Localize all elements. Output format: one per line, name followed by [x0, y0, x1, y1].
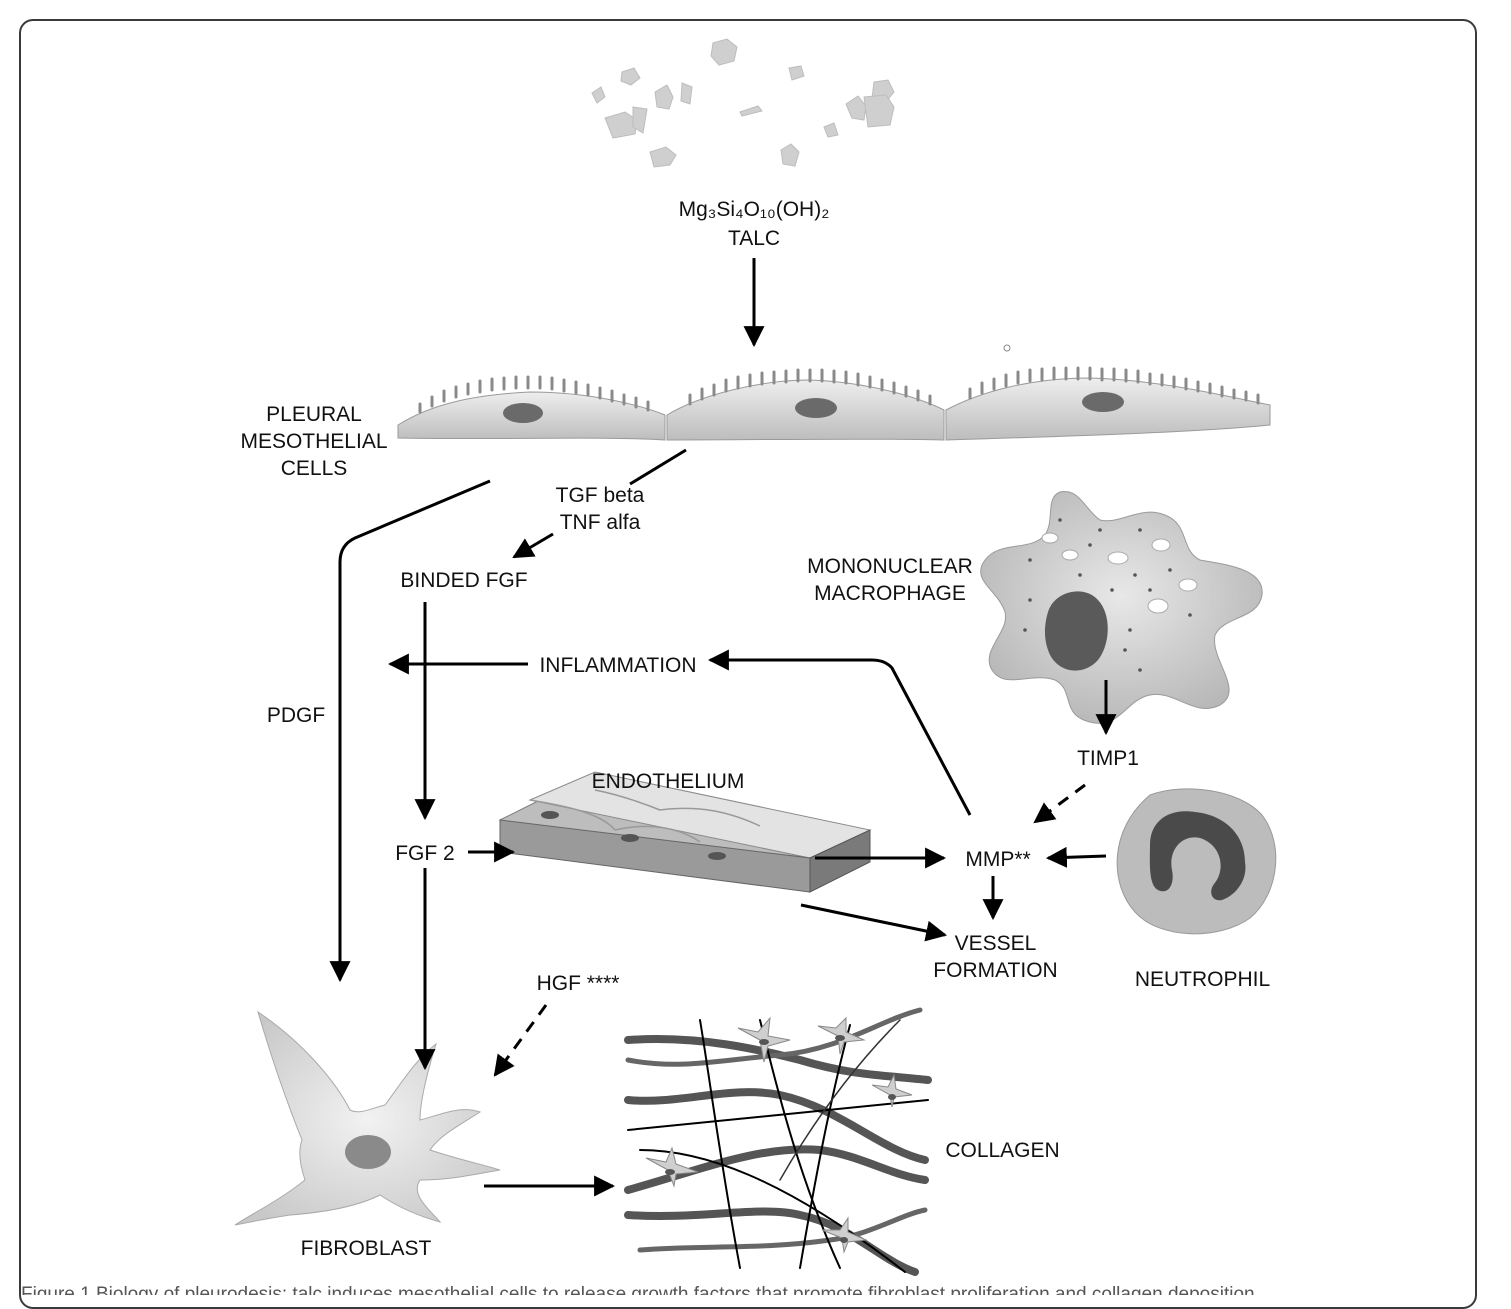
collagen-mesh: [624, 1007, 932, 1276]
endothelium-slab: [498, 771, 872, 893]
figure-caption: Figure 1 Biology of pleurodesis: talc in…: [21, 1284, 1255, 1295]
arrow-tgf-to-binded-fgf: [512, 532, 554, 559]
endothelium-label: ENDOTHELIUM: [591, 770, 745, 793]
collagen-label: COLLAGEN: [945, 1139, 1060, 1162]
arrows: [329, 258, 1117, 1197]
microvilli: [418, 366, 1260, 414]
line-cells-to-tgf: [629, 448, 687, 486]
macrophage-cell: [980, 491, 1263, 724]
timp1-label: TIMP1: [1077, 747, 1139, 770]
arrow-endothelium-to-vessel: [800, 903, 948, 942]
pleural-mesothelial-cells-label: PLEURAL MESOTHELIAL CELLS: [240, 403, 388, 480]
fibroblast-label: FIBROBLAST: [300, 1237, 432, 1260]
arrow-mmp-to-inflammation: [707, 649, 972, 816]
fibroblast-cell: [234, 1010, 501, 1226]
tgf-tnf-label: TGF beta TNF alfa: [555, 484, 645, 534]
neutrophil-cell: [1116, 788, 1277, 935]
hgf-label: HGF ****: [536, 972, 620, 995]
talc-particles: [591, 38, 895, 168]
mesothelial-cells: [397, 366, 1271, 441]
talc-formula-label: Mg₃Si₄O₁₀(OH)₂: [678, 198, 830, 221]
arrow-neutrophil-to-mmp: [1045, 846, 1107, 868]
binded-fgf-label: BINDED FGF: [400, 569, 528, 592]
mononuclear-macrophage-label: MONONUCLEAR MACROPHAGE: [807, 555, 973, 605]
inflammation-label: INFLAMMATION: [539, 654, 697, 677]
pdgf-label: PDGF: [266, 704, 326, 727]
mmp-label: MMP**: [965, 848, 1031, 871]
arrow-pdgf-to-fibroblast: [329, 479, 491, 983]
arrow-timp1-to-mmp: [1033, 783, 1086, 824]
vessel-formation-label: VESSEL FORMATION: [933, 932, 1058, 982]
neutrophil-label: NEUTROPHIL: [1134, 968, 1271, 991]
bubble-dot: [1003, 344, 1011, 352]
talc-label: TALC: [727, 227, 781, 250]
arrow-hgf-to-fibroblast: [493, 1004, 548, 1077]
fgf2-label: FGF 2: [395, 842, 455, 865]
